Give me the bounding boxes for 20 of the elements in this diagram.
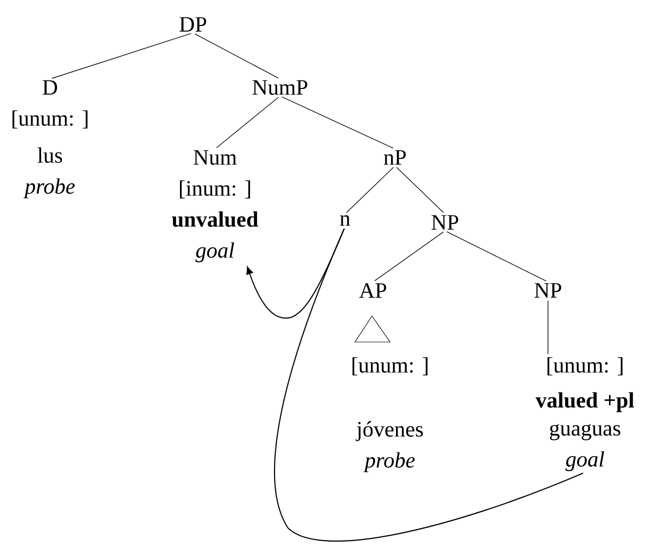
branch-line	[194, 33, 279, 78]
feature-stack: [unum: ] jóvenes probe	[352, 357, 428, 472]
category-label: nP	[384, 150, 406, 165]
feature-stack: [unum: ] valued +pl guaguas goal	[536, 357, 634, 472]
category-label: NP	[534, 283, 562, 298]
category-label: DP	[180, 17, 206, 32]
branch-line	[281, 96, 394, 149]
agreement-arrow	[246, 228, 345, 319]
category-label: n	[340, 215, 350, 226]
category-label: NumP	[252, 80, 308, 95]
branch-line	[396, 166, 444, 213]
feature-stack: D [unum: ] lus probe	[12, 80, 88, 198]
branch-line	[446, 231, 547, 282]
branch-line	[346, 166, 394, 213]
branch-line	[52, 33, 192, 79]
feature-stack: Num [inum: ] unvalued goal	[172, 150, 258, 262]
branch-line	[374, 232, 444, 282]
category-label: NP	[432, 215, 458, 230]
branch-line	[216, 96, 279, 148]
category-label: AP	[359, 283, 386, 298]
